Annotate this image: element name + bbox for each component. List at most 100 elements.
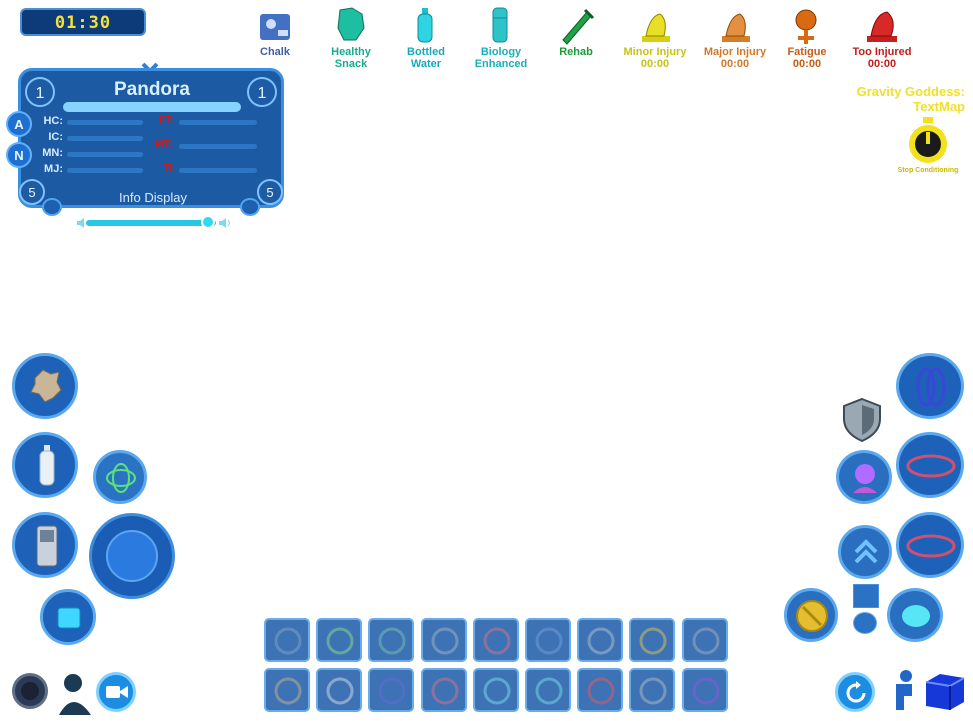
video-camera-icon: [106, 686, 128, 698]
status-item-sublabel: 00:00: [720, 58, 750, 70]
small-square-button[interactable]: [853, 584, 879, 608]
water-bottle-button[interactable]: [12, 432, 78, 498]
chevron-up-icon: [854, 539, 878, 564]
corner-count-top-left: 1: [25, 77, 55, 107]
side-button-a[interactable]: A: [6, 111, 32, 137]
volume-high-icon: [219, 218, 230, 228]
inventory-slot-14[interactable]: [472, 668, 519, 712]
jump-button[interactable]: [838, 525, 892, 579]
inventory-slot-5[interactable]: [472, 618, 519, 662]
status-item-sublabel: 00:00: [792, 58, 822, 70]
rope-loop-icon: [916, 367, 946, 407]
chalk-rock-icon: [30, 369, 62, 403]
crouch-figure-icon[interactable]: [882, 668, 920, 712]
snack-icon: [337, 7, 365, 41]
chalk-pouch-button[interactable]: [12, 353, 78, 419]
inventory-item-icon: [431, 677, 459, 705]
inventory-item-icon: [274, 677, 302, 705]
status-item-0[interactable]: Chalk: [252, 6, 298, 58]
inventory-item-icon: [587, 677, 615, 705]
stat-label-mj: MJ:: [44, 163, 63, 175]
volume-slider-knob[interactable]: [201, 215, 215, 229]
phone-icon: [36, 525, 58, 567]
camera-button[interactable]: [96, 672, 136, 712]
small-round-button[interactable]: [853, 612, 877, 634]
inventory-slot-13[interactable]: [420, 668, 467, 712]
inventory-item-icon: [692, 677, 720, 705]
inventory-slot-18[interactable]: [681, 668, 728, 712]
status-item-4[interactable]: Rehab: [553, 6, 599, 58]
inventory-slot-4[interactable]: [420, 618, 467, 662]
chalk-card-icon: [260, 14, 290, 40]
player-info-panel: 1 1 5 5 Pandora HC: IC: MN: MJ: FT: MT: …: [18, 68, 284, 208]
gravity-map-label: Gravity Goddess: TextMap: [857, 84, 965, 114]
panel-left-toggle[interactable]: [42, 198, 62, 216]
red-ring-button-1[interactable]: [896, 432, 964, 498]
minor-injury-icon: [642, 13, 670, 42]
orb-button[interactable]: [836, 450, 892, 504]
dash-button[interactable]: [887, 588, 943, 642]
phone-button[interactable]: [12, 512, 78, 578]
shield-icon[interactable]: [841, 397, 883, 443]
block-button[interactable]: [784, 588, 838, 642]
stat-bar-hc: [67, 120, 143, 125]
inventory-item-icon: [274, 627, 302, 655]
status-item-sublabel: Water: [410, 58, 442, 70]
inventory-slot-12[interactable]: [368, 668, 415, 712]
joystick-base[interactable]: [89, 513, 175, 599]
blue-block-icon[interactable]: [922, 670, 968, 712]
inventory-item-icon: [378, 627, 406, 655]
inventory-slot-8[interactable]: [629, 618, 676, 662]
stat-bar-mt: [179, 144, 257, 149]
volume-slider-track[interactable]: [86, 220, 216, 226]
joystick-knob[interactable]: [106, 530, 158, 582]
inventory-slot-9[interactable]: [681, 618, 728, 662]
panel-right-toggle[interactable]: [240, 198, 260, 216]
magic-orb-icon: [853, 464, 877, 493]
refresh-icon: [846, 681, 866, 703]
inventory-item-icon: [535, 677, 563, 705]
inventory-item-icon: [639, 627, 667, 655]
status-item-label: Too Injured: [852, 46, 912, 58]
corner-count-bottom-left: 5: [19, 179, 45, 205]
inventory-item-icon: [326, 677, 354, 705]
tablet-icon: [57, 607, 81, 629]
side-button-n[interactable]: N: [6, 142, 32, 168]
record-button[interactable]: [12, 673, 48, 709]
inventory-item-icon: [535, 627, 563, 655]
inventory-slot-17[interactable]: [629, 668, 676, 712]
stat-label-mn: MN:: [42, 147, 63, 159]
biology-vial-icon: [492, 7, 508, 43]
inventory-slot-10[interactable]: [264, 668, 310, 712]
status-item-label: Fatigue: [787, 46, 827, 58]
reset-button[interactable]: [835, 672, 875, 712]
inventory-slot-7[interactable]: [577, 618, 624, 662]
info-display-button[interactable]: Info Display: [119, 190, 187, 205]
inventory-slot-3[interactable]: [368, 618, 415, 662]
status-item-sublabel: 00:00: [640, 58, 670, 70]
timer-text: 01:30: [54, 13, 112, 33]
stopwatch-icon[interactable]: [905, 117, 951, 165]
tablet-button[interactable]: [40, 589, 96, 645]
gyro-ring-button[interactable]: [93, 450, 147, 504]
major-injury-icon: [722, 13, 750, 42]
red-ring-button-2[interactable]: [896, 512, 964, 578]
gravity-line-2: TextMap: [913, 99, 965, 114]
block-coin-icon: [796, 600, 828, 632]
inventory-slot-15[interactable]: [525, 668, 571, 712]
player-avatar-icon[interactable]: [55, 671, 95, 715]
inventory-slot-1[interactable]: [264, 618, 310, 662]
rope-loop-button[interactable]: [896, 353, 964, 419]
stat-bar-ic: [67, 136, 143, 141]
inventory-slot-2[interactable]: [316, 618, 363, 662]
inventory-slot-16[interactable]: [577, 668, 624, 712]
inventory-slot-11[interactable]: [316, 668, 363, 712]
inventory-slot-6[interactable]: [525, 618, 571, 662]
